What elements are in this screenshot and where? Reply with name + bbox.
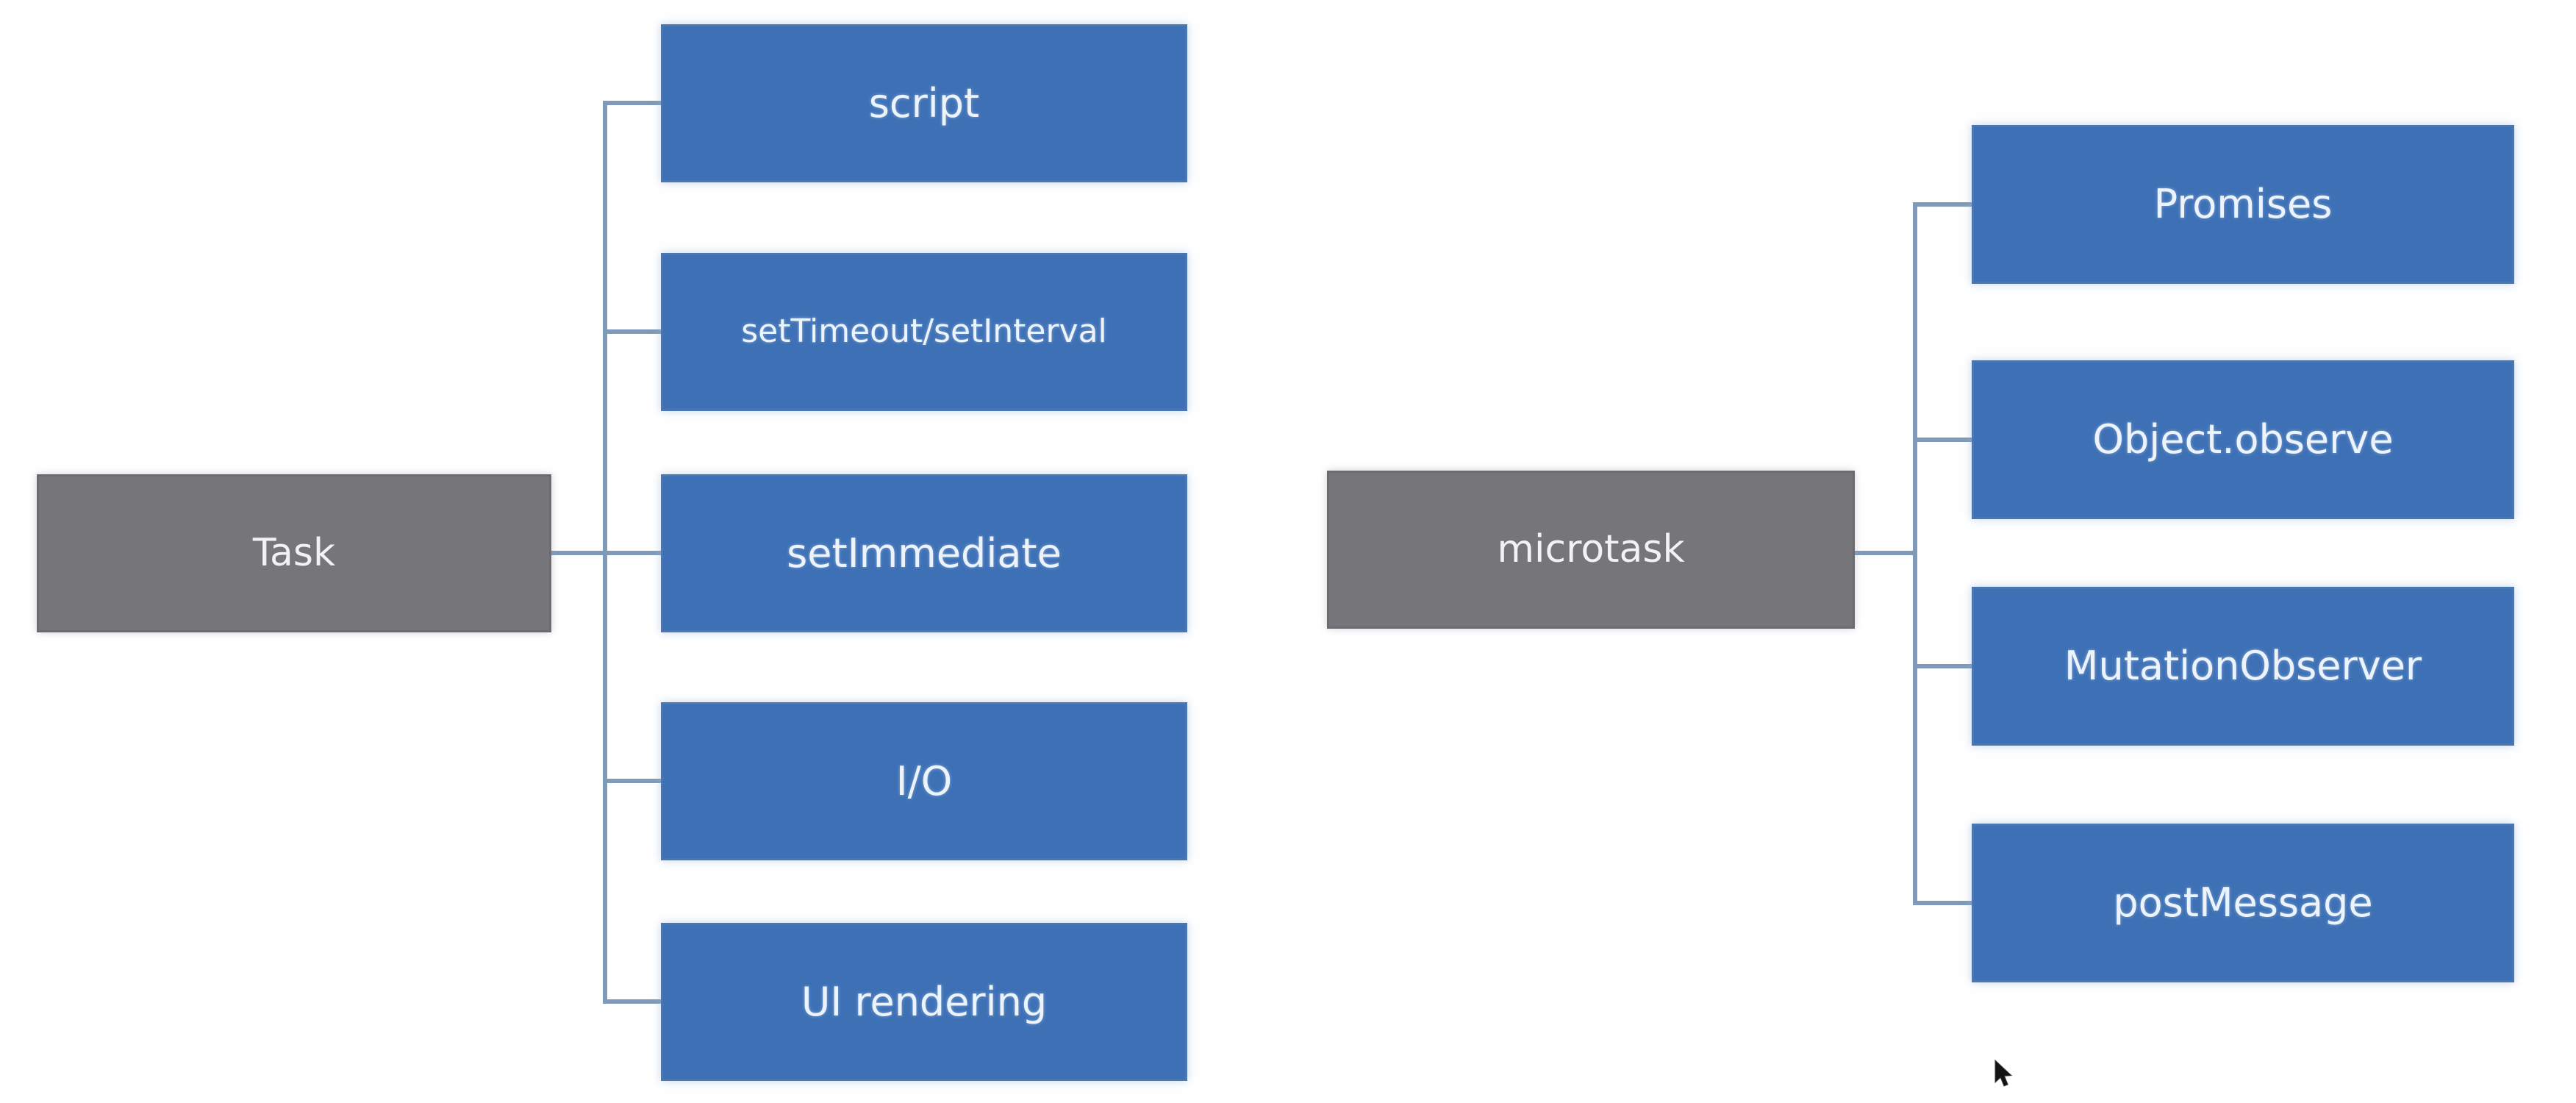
microtask-root-label: microtask bbox=[1497, 526, 1685, 571]
connector-stub-object-observe bbox=[1913, 438, 1972, 442]
microtask-child-object-observe: Object.observe bbox=[1972, 360, 2514, 519]
task-child-setimmediate: setImmediate bbox=[661, 474, 1187, 632]
connector-microtask-spine bbox=[1913, 202, 1917, 905]
microtask-child-object-observe-label: Object.observe bbox=[2092, 416, 2394, 463]
connector-stub-promises bbox=[1913, 202, 1972, 207]
task-child-io-label: I/O bbox=[895, 757, 953, 804]
task-child-script-label: script bbox=[868, 79, 980, 126]
task-child-io: I/O bbox=[661, 702, 1187, 860]
microtask-child-mutationobserver: MutationObserver bbox=[1972, 587, 2514, 746]
task-child-ui-rendering: UI rendering bbox=[661, 923, 1187, 1081]
connector-stub-ui-rendering bbox=[603, 999, 661, 1004]
mouse-cursor-icon bbox=[1994, 1059, 2016, 1091]
connector-stub-script bbox=[603, 101, 661, 105]
connector-stub-setimmediate bbox=[603, 551, 661, 555]
task-root-node: Task bbox=[37, 474, 551, 632]
connector-stub-postmessage bbox=[1913, 901, 1972, 905]
microtask-child-promises-label: Promises bbox=[2153, 181, 2333, 228]
connector-microtask-to-spine bbox=[1855, 551, 1917, 555]
connector-stub-io bbox=[603, 779, 661, 783]
task-child-settimeout-setinterval: setTimeout/setInterval bbox=[661, 253, 1187, 411]
task-root-label: Task bbox=[252, 530, 336, 575]
microtask-child-postmessage-label: postMessage bbox=[2113, 879, 2373, 927]
connector-task-to-spine bbox=[551, 551, 606, 555]
task-child-ui-rendering-label: UI rendering bbox=[801, 978, 1048, 1025]
microtask-child-postmessage: postMessage bbox=[1972, 824, 2514, 982]
microtask-child-promises: Promises bbox=[1972, 125, 2514, 284]
task-child-settimeout-label: setTimeout/setInterval bbox=[741, 313, 1107, 351]
connector-stub-settimeout bbox=[603, 329, 661, 334]
microtask-child-mutationobserver-label: MutationObserver bbox=[2064, 643, 2422, 690]
microtask-root-node: microtask bbox=[1327, 471, 1855, 629]
task-child-setimmediate-label: setImmediate bbox=[787, 529, 1062, 577]
connector-stub-mutationobserver bbox=[1913, 664, 1972, 668]
task-child-script: script bbox=[661, 24, 1187, 182]
